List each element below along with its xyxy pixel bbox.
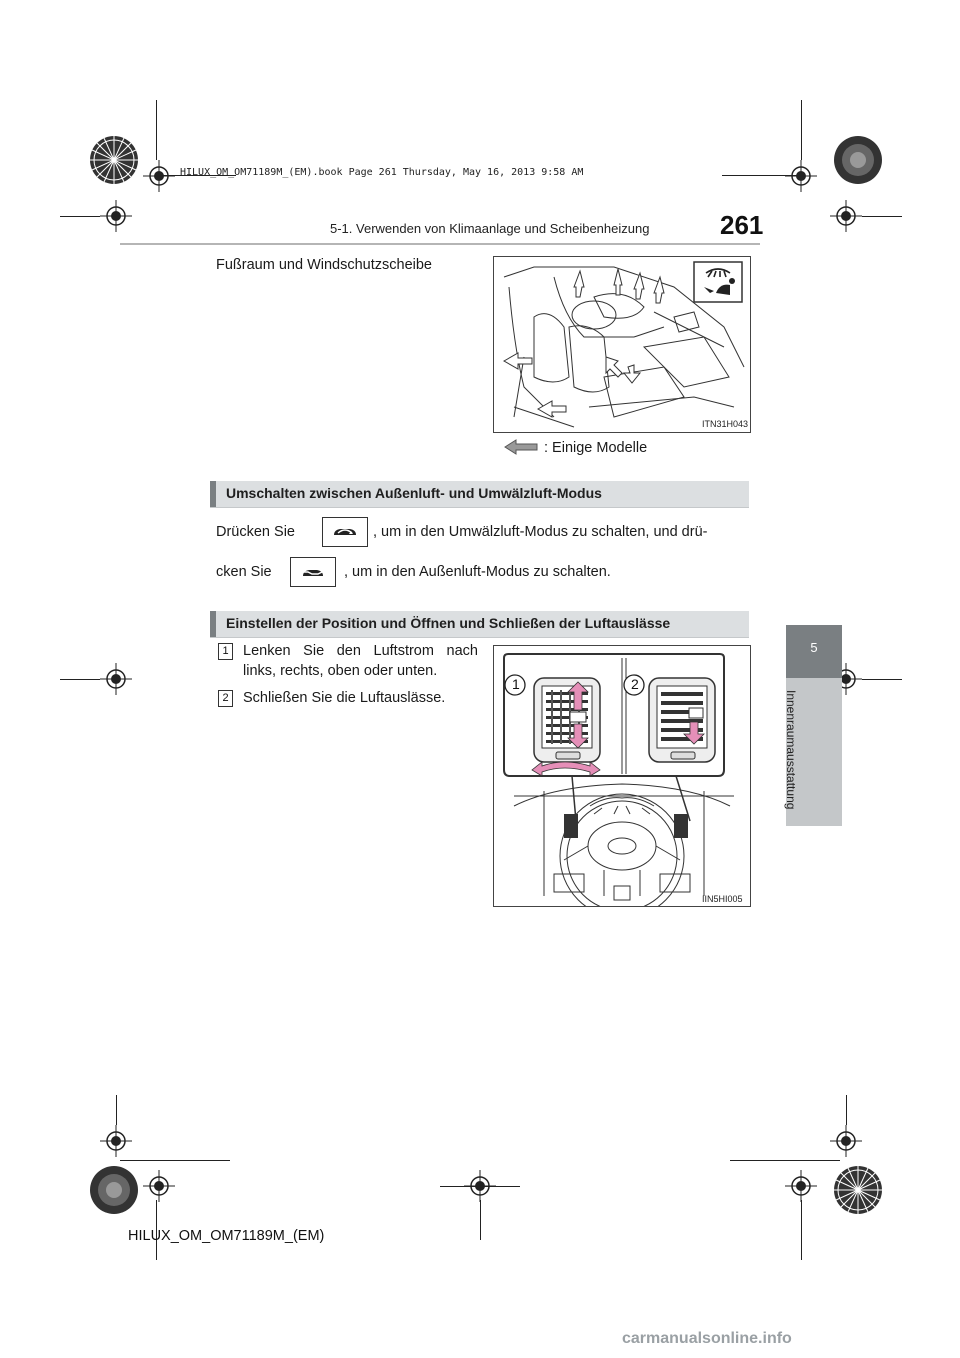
chapter-label: Innenraumausstattung — [784, 690, 798, 810]
page-number: 261 — [720, 210, 764, 240]
crosshair-mark-icon — [785, 160, 817, 192]
registration-mark-icon — [90, 1166, 138, 1214]
crosshair-mark-icon — [830, 1125, 862, 1157]
section-title: 5-1. Verwenden von Klimaanlage und Schei… — [330, 221, 650, 236]
heading-accent — [210, 611, 216, 637]
heading-accent — [210, 481, 216, 507]
cabin-airflow-illustration — [502, 261, 745, 428]
vent-adjust-figure: 1 2 IIN5HI005 — [493, 645, 751, 907]
section-heading-air-intake: Umschalten zwischen Außenluft- und Umwäl… — [210, 481, 749, 508]
air-intake-line1-end: , um in den Umwälzluft-Modus zu schalten… — [373, 524, 708, 540]
crosshair-mark-icon — [143, 160, 175, 192]
registration-mark-icon — [834, 1166, 882, 1214]
section-heading-air-intake-label: Umschalten zwischen Außenluft- und Umwäl… — [226, 485, 602, 501]
recirculated-air-button — [322, 517, 368, 547]
recirculated-air-icon — [334, 529, 356, 535]
registration-mark-icon — [834, 136, 882, 184]
vent-adjust-illustration — [503, 653, 734, 906]
figure-code: IIN5HI005 — [702, 894, 743, 904]
cabin-airflow-figure: ITN31H043 — [493, 256, 751, 433]
air-intake-line2-end: , um in den Außenluft-Modus zu schalten. — [344, 564, 611, 580]
optional-vent-arrow-icon — [504, 439, 538, 455]
chapter-number: 5 — [810, 640, 818, 655]
crosshair-mark-icon — [785, 1170, 817, 1202]
legend-text: : Einige Modelle — [544, 440, 648, 456]
step-1-text-line2: links, rechts, oben oder unten. — [243, 663, 438, 679]
chapter-tab — [786, 625, 842, 678]
section-heading-vents: Einstellen der Position und Öffnen und S… — [210, 611, 749, 638]
callout-1: 1 — [512, 676, 520, 692]
crosshair-mark-icon — [100, 1125, 132, 1157]
crosshair-mark-icon — [143, 1170, 175, 1202]
header-rule — [120, 243, 760, 245]
book-stamp: HILUX_OM_OM71189M_(EM).book Page 261 Thu… — [180, 167, 584, 178]
chapter-tab-label-bg — [786, 678, 842, 826]
footer-doc-id: HILUX_OM_OM71189M_(EM) — [128, 1228, 325, 1244]
callout-2: 2 — [631, 676, 639, 692]
outside-air-button — [290, 557, 336, 587]
air-intake-line2-start: cken Sie — [216, 564, 272, 580]
watermark: carmanualsonline.info — [622, 1330, 792, 1347]
crosshair-mark-icon — [100, 200, 132, 232]
step-number-badge: 1 — [218, 643, 233, 660]
crosshair-mark-icon — [100, 663, 132, 695]
step-number-badge: 2 — [218, 690, 233, 707]
step-1-text-line1: Lenken Sie den Luftstrom nach — [243, 643, 478, 659]
figure-code: ITN31H043 — [702, 419, 749, 429]
registration-mark-icon — [90, 136, 138, 184]
mode-title: Fußraum und Windschutzscheibe — [216, 257, 432, 273]
outside-air-icon — [300, 568, 327, 576]
step-2-text: Schließen Sie die Luftauslässe. — [243, 690, 446, 706]
crosshair-mark-icon — [830, 200, 862, 232]
air-intake-line1-start: Drücken Sie — [216, 524, 295, 540]
section-heading-vents-label: Einstellen der Position und Öffnen und S… — [226, 615, 671, 631]
